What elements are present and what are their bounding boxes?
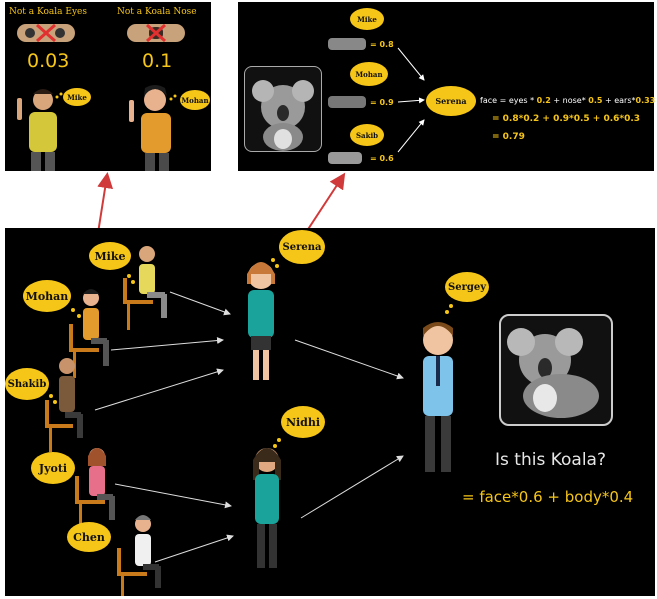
- score-eyes: 0.03: [27, 50, 70, 72]
- weight-eyes: 0.2: [536, 96, 551, 105]
- koala-photo-large: [499, 314, 613, 426]
- character-sergey-standing: [423, 322, 453, 472]
- speech-bubble-mike: Mike: [89, 242, 131, 270]
- character-nidhi-standing: [253, 448, 281, 568]
- question-text: Is this Koala?: [495, 450, 606, 470]
- formula-line-2: = 0.8*0.2 + 0.9*0.5 + 0.6*0.3: [492, 114, 641, 124]
- character-serena-standing: [247, 262, 275, 380]
- speech-bubble-nidhi: Nidhi: [281, 406, 325, 438]
- speech-bubble-sergey: Sergey: [445, 272, 489, 302]
- speech-bubble-mohan: Mohan: [350, 62, 388, 86]
- final-formula: = face*0.6 + body*0.4: [462, 488, 634, 506]
- feature-panel-left: Not a Koala Eyes Not a Koala Nose 0.03 0…: [5, 2, 211, 171]
- score-nose-value: = 0.9: [370, 98, 394, 107]
- character-mohan-figure: [129, 85, 177, 171]
- speech-bubble-mohan: Mohan: [180, 90, 210, 110]
- score-eyes-value: = 0.8: [370, 40, 394, 49]
- speech-bubble-mohan: Mohan: [23, 280, 71, 312]
- label-not-koala-nose: Not a Koala Nose: [117, 7, 197, 17]
- formula-prefix: face = eyes *: [480, 96, 535, 105]
- weight-ears: 0.33: [635, 96, 656, 105]
- score-ears-value: = 0.6: [370, 154, 394, 163]
- character-chen-seated: [117, 515, 161, 596]
- network-panel-main: Mike Mohan Shakib Jyoti Chen Serena Nidh…: [5, 228, 655, 596]
- koala-photo-small: [244, 66, 322, 152]
- koala-nose-crop-image: [127, 24, 185, 42]
- aggregation-panel-right: Mike Mohan Sakib = 0.8 = 0.9 = 0.6 Seren…: [238, 2, 655, 171]
- score-nose: 0.1: [142, 50, 173, 72]
- character-mike-seated: [123, 246, 167, 330]
- speech-bubble-sakib: Sakib: [350, 124, 384, 146]
- formula-line-3: = 0.79: [492, 132, 525, 142]
- formula-line-1: face = eyes * 0.2 + nose* 0.5 + ears*0.3…: [480, 96, 655, 105]
- label-not-koala-eyes: Not a Koala Eyes: [9, 7, 87, 17]
- weight-nose: 0.5: [588, 96, 603, 105]
- speech-bubble-mike: Mike: [63, 88, 91, 106]
- character-shakib-seated: [45, 358, 83, 452]
- formula-mid-2: + ears*: [604, 96, 636, 105]
- character-jyoti-seated: [75, 448, 115, 528]
- speech-bubble-jyoti: Jyoti: [31, 452, 75, 484]
- speech-bubble-mike: Mike: [350, 8, 384, 30]
- aggregator-serena-bubble: Serena: [426, 86, 476, 116]
- speech-bubble-serena: Serena: [279, 230, 325, 264]
- koala-nose-strip: [328, 96, 366, 108]
- arrows-to-serena: [397, 47, 425, 153]
- speech-bubble-shakib: Shakib: [5, 368, 49, 400]
- koala-ears-strip: [328, 152, 362, 164]
- main-arrows: [94, 291, 404, 563]
- speech-bubble-chen: Chen: [67, 522, 111, 552]
- formula-mid-1: + nose*: [553, 96, 586, 105]
- character-mike-figure: [17, 89, 63, 171]
- koala-eyes-crop-image: [17, 24, 75, 42]
- koala-eyes-strip: [328, 38, 366, 50]
